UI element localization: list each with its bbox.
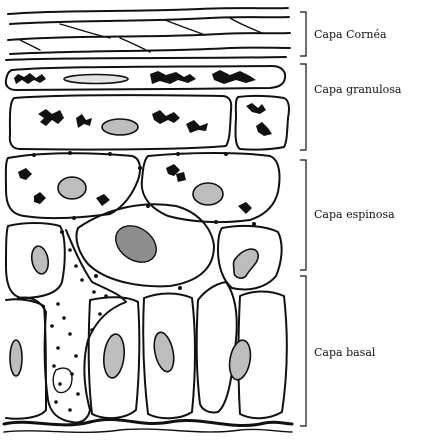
stratum-granulosum [6, 66, 289, 150]
granular-cell-nucleus [102, 119, 138, 135]
melanocyte-nucleus [53, 368, 72, 392]
spinous-cell-nucleus [109, 218, 163, 269]
keratohyalin-granule [14, 73, 46, 84]
bracket-cornea [300, 12, 306, 56]
layer-brackets [300, 12, 306, 426]
stratum-corneum [6, 8, 290, 60]
bracket-basal [300, 276, 306, 426]
label-capa-cornea: Capa Cornéa [314, 28, 387, 41]
basal-cell-nucleus [10, 340, 22, 376]
flattened-nucleus [64, 75, 128, 84]
bracket-granulosa [300, 64, 306, 150]
layer-labels: Capa Cornéa Capa granulosa Capa espinosa… [314, 28, 402, 359]
label-capa-espinosa: Capa espinosa [314, 208, 395, 221]
stratum-spinosum [6, 151, 282, 298]
desmosomes [32, 151, 256, 290]
label-capa-basal: Capa basal [314, 346, 376, 359]
label-capa-granulosa: Capa granulosa [314, 83, 402, 96]
bracket-espinosa [300, 160, 306, 270]
basement-membrane [4, 419, 292, 425]
